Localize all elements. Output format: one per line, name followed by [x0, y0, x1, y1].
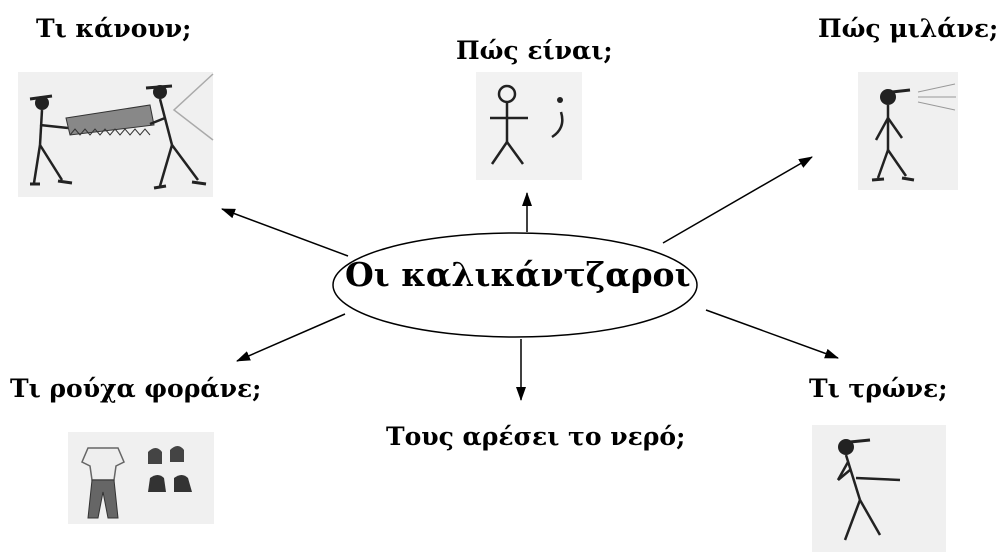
- arrow-how-they-speak: [662, 156, 813, 244]
- clothes-sketch: [68, 432, 214, 524]
- speaking-figure-sketch: [858, 72, 958, 190]
- branch-label-like-water: Τους αρέσει το νερό;: [386, 422, 686, 451]
- branch-label-what-they-eat: Τι τρώνε;: [809, 374, 948, 403]
- stick-figure-question-sketch: [476, 72, 582, 180]
- center-ellipse: [332, 232, 698, 338]
- eating-figure-sketch: [812, 425, 946, 552]
- arrow-what-they-eat: [705, 309, 839, 359]
- arrow-what-they-do: [221, 208, 349, 257]
- center-title: Οι καλικάντζαροι: [345, 255, 691, 294]
- branch-label-what-they-look-like: Πώς είναι;: [456, 36, 613, 65]
- sawing-figures-sketch: [18, 72, 214, 197]
- branch-label-what-they-do: Τι κάνουν;: [36, 14, 192, 43]
- branch-label-what-clothes: Τι ρούχα φοράνε;: [10, 374, 262, 403]
- arrow-what-clothes: [236, 313, 346, 362]
- branch-label-how-they-speak: Πώς μιλάνε;: [818, 14, 999, 43]
